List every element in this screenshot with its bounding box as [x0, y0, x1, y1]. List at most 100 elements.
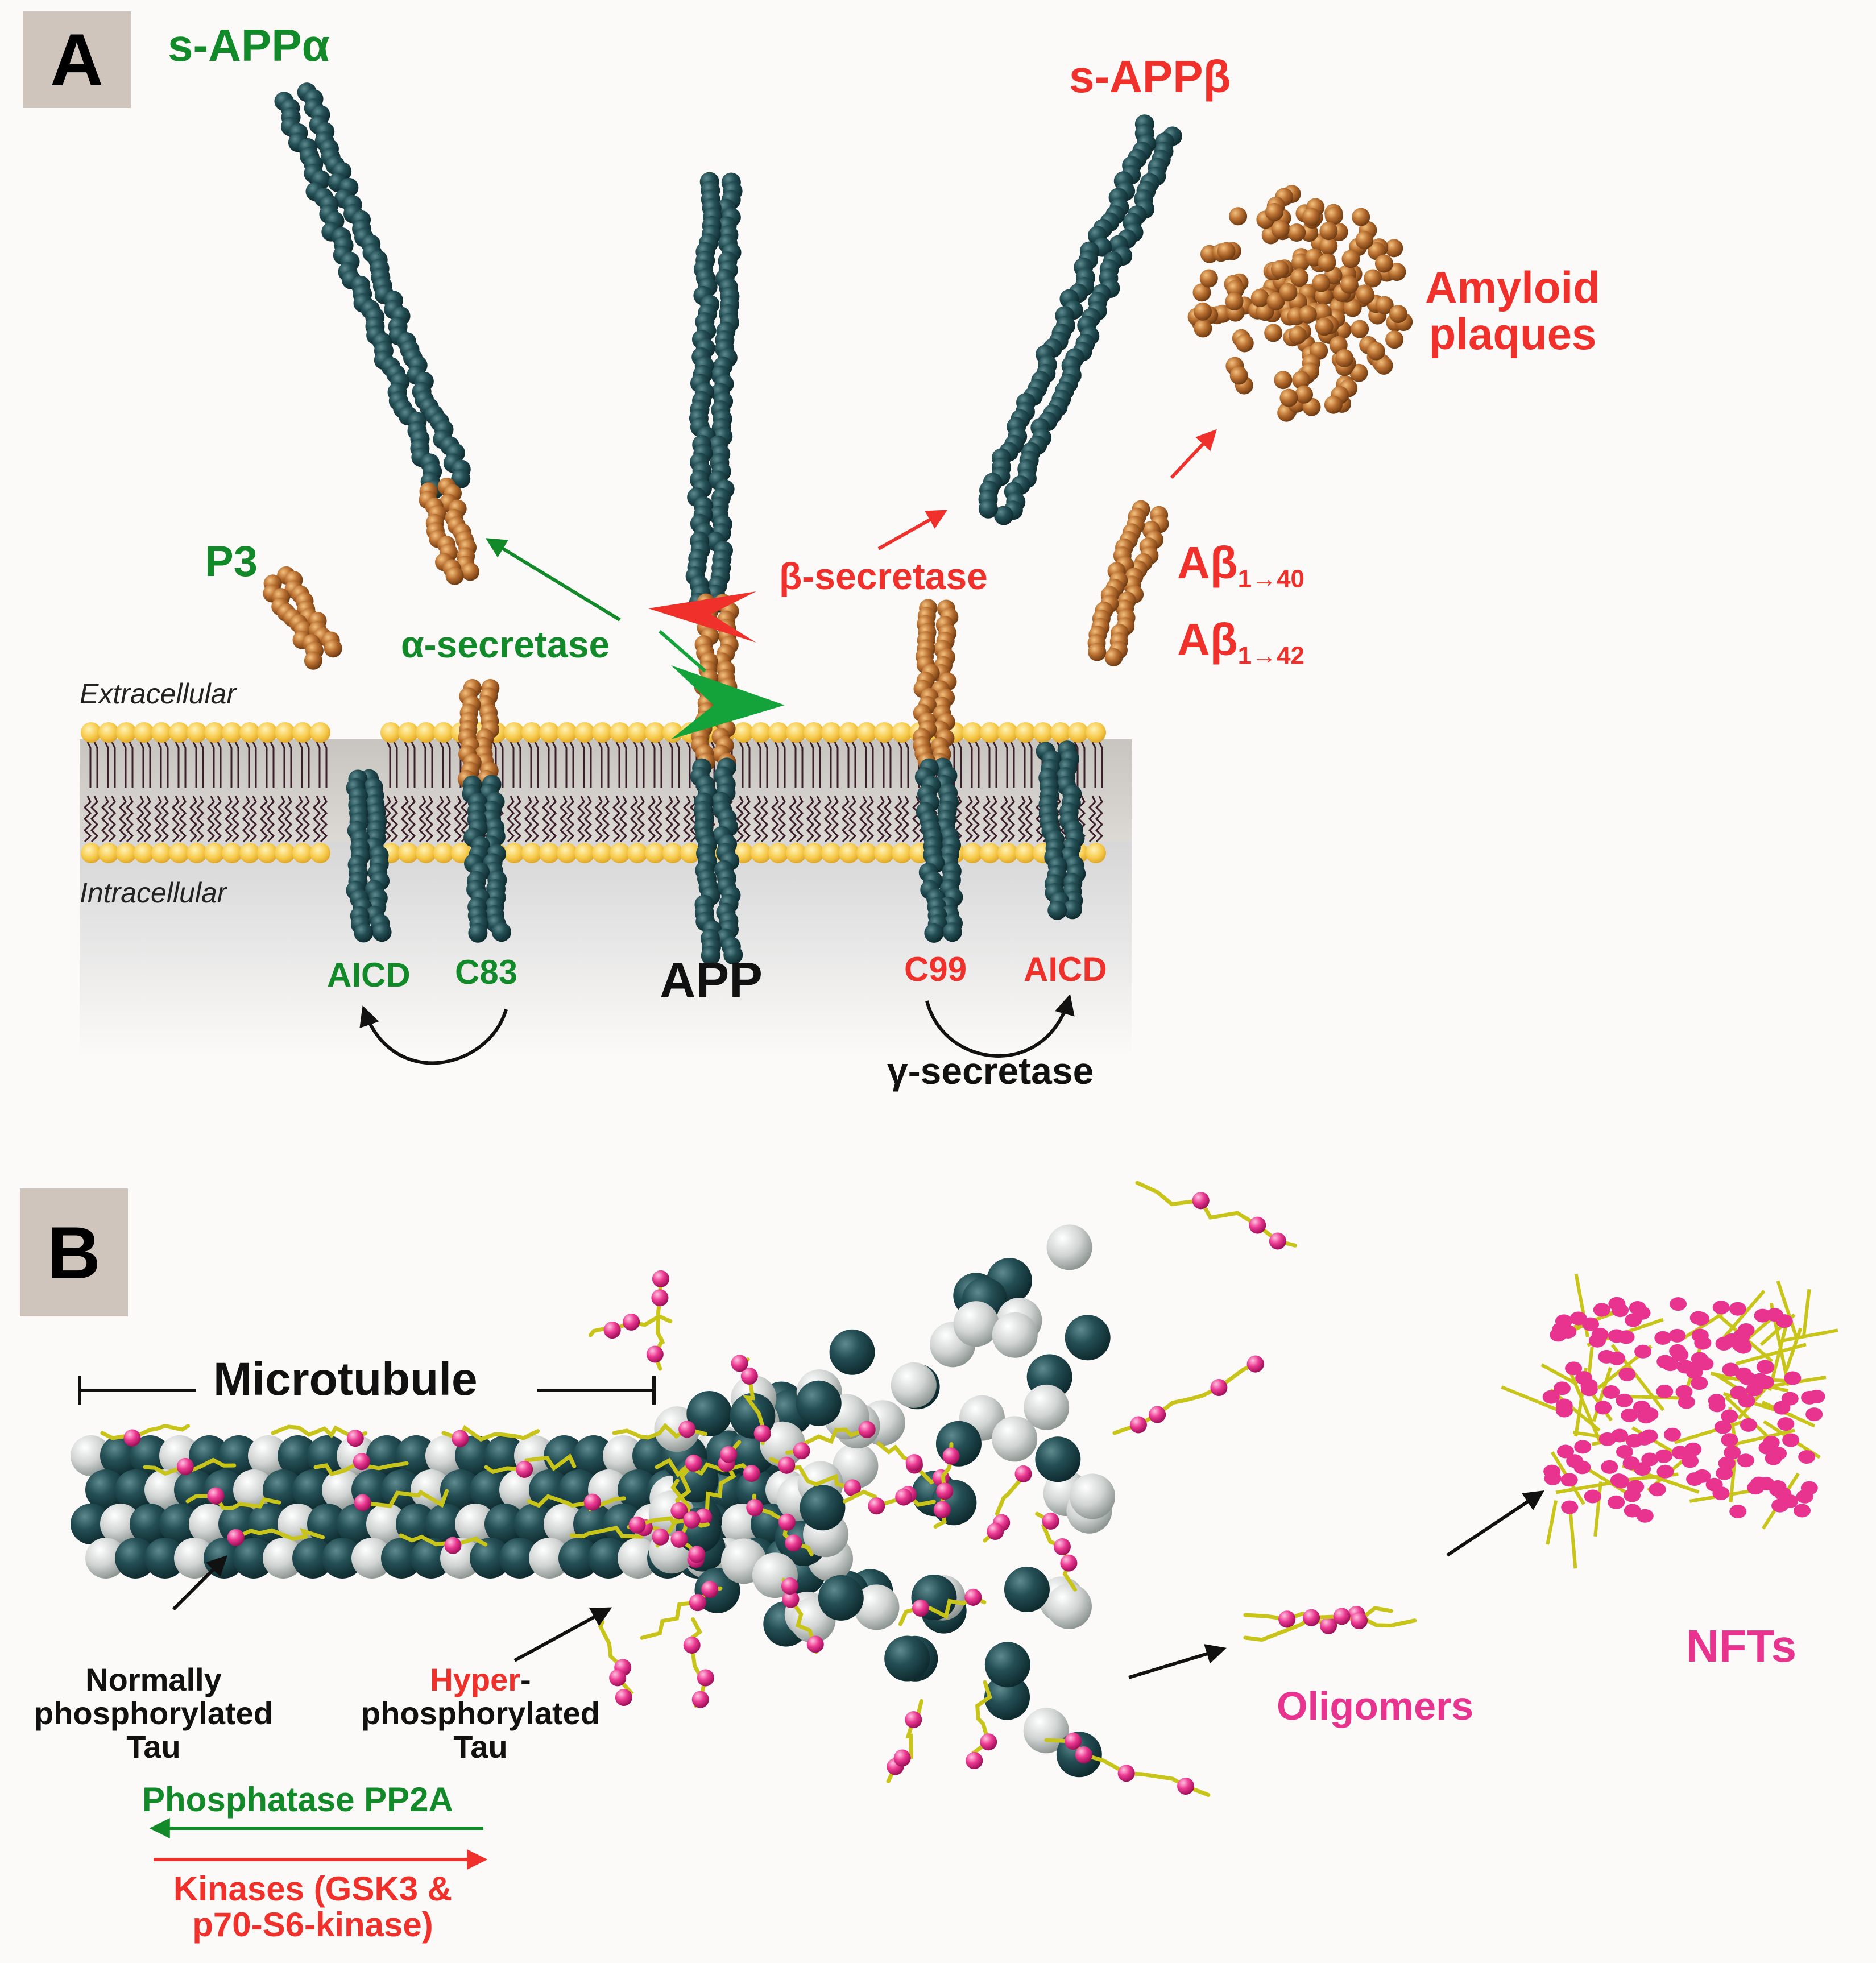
phosphate-bead: [1278, 1610, 1296, 1628]
plaque-bead: [1194, 319, 1212, 338]
nft-phosphate: [1612, 1475, 1630, 1489]
lipid-tail: [143, 796, 152, 843]
lipid-tail: [101, 796, 110, 843]
abeta-bead: [461, 562, 479, 581]
tubulin-sphere: [292, 1469, 333, 1510]
plaque-bead: [1270, 260, 1289, 279]
lipid-head-bottom: [504, 843, 524, 863]
lipid-head-top: [81, 722, 101, 743]
nft-phosphate: [1670, 1297, 1687, 1311]
phosphate-bead: [623, 1313, 640, 1331]
lipid-tail: [263, 742, 268, 788]
nft-phosphate: [1735, 1367, 1753, 1381]
abeta-bead: [445, 566, 464, 585]
lipid-head-top: [504, 722, 524, 743]
plaque-bead: [1385, 330, 1404, 349]
lipid-tail: [175, 742, 180, 788]
protein-bead: [451, 469, 471, 488]
plaque-bead: [1199, 269, 1218, 288]
plaque-bead: [1356, 285, 1375, 304]
tubulin-sphere: [322, 1538, 363, 1579]
phosphate-bead: [652, 1528, 669, 1546]
hyper-suffix: -: [520, 1662, 531, 1697]
phosphate-bead: [615, 1688, 632, 1706]
nft-phosphate: [1793, 1504, 1811, 1518]
intracellular-label: Intracellular: [80, 877, 227, 909]
lipid-tail: [418, 796, 427, 843]
tubulin-sphere: [351, 1538, 392, 1579]
nft-phosphate: [1777, 1417, 1795, 1431]
phosphate-bead: [652, 1270, 669, 1287]
tubulin-sphere: [829, 1329, 875, 1375]
plaque-bead: [1229, 207, 1248, 226]
normal-tau-line1: Normally: [85, 1662, 222, 1697]
lipid-tail: [227, 742, 233, 788]
protein-bead: [372, 922, 392, 942]
lipid-tail: [259, 796, 268, 843]
lipid-head-top: [892, 722, 912, 743]
lipid-tail: [146, 742, 151, 788]
nft-phosphate: [1716, 1466, 1733, 1480]
nft-phosphate: [1691, 1376, 1708, 1390]
lipid-tail: [904, 742, 909, 788]
lipid-tail: [139, 742, 144, 788]
lipid-tail: [989, 796, 998, 843]
lipid-head-top: [768, 722, 789, 743]
nft-phosphate: [1798, 1450, 1816, 1464]
amyloid-label-line1: Amyloid: [1425, 262, 1600, 312]
beta-secretase-label: β-secretase: [779, 555, 988, 597]
phosphatase-label: Phosphatase PP2A: [142, 1780, 453, 1819]
phosphate-bead: [1129, 1416, 1147, 1434]
phosphate-bead: [1246, 1355, 1264, 1373]
nft-phosphate: [1671, 1348, 1689, 1362]
lipid-head-bottom: [187, 843, 207, 863]
aicd-left-label: AICD: [327, 956, 411, 994]
lipid-tail: [876, 796, 885, 843]
nft-phosphate: [1616, 1393, 1633, 1407]
protein-bead: [723, 945, 743, 965]
lipid-tail: [552, 742, 557, 788]
lipid-tail: [545, 742, 550, 788]
lipid-tail: [280, 742, 285, 788]
tubulin-sphere: [603, 1435, 644, 1476]
lipid-head-bottom: [557, 843, 577, 863]
nft-phosphate: [1721, 1433, 1738, 1447]
lipid-head-top: [610, 722, 630, 743]
lipid-head-top: [662, 722, 683, 743]
lipid-head-top: [962, 722, 983, 743]
phosphate-bead: [1210, 1378, 1228, 1396]
nft-phosphate: [1542, 1390, 1560, 1404]
lipid-head-top: [751, 722, 771, 743]
lipid-tail: [672, 796, 681, 843]
nft-phosphate: [1566, 1454, 1584, 1468]
lipid-head-top: [292, 722, 313, 743]
lipid-tail: [312, 796, 321, 843]
lipid-tail: [859, 796, 868, 843]
lipid-tail: [604, 742, 610, 788]
lipid-tail: [192, 742, 197, 788]
lipid-head-top: [1050, 722, 1071, 743]
lipid-head-top: [134, 722, 154, 743]
lipid-tail: [735, 796, 744, 843]
lipid-tail: [834, 742, 839, 788]
hyper-tau-line1: Hyper-: [344, 1663, 617, 1697]
lipid-tail: [199, 742, 204, 788]
tubulin-sphere: [130, 1435, 171, 1476]
lipid-tail: [541, 796, 550, 843]
lipid-tail: [894, 796, 903, 843]
nft-phosphate: [1784, 1371, 1802, 1385]
nft-strand: [1776, 1280, 1799, 1339]
lipid-tail: [316, 742, 321, 788]
lipid-tail: [231, 796, 240, 843]
lipid-tail: [771, 796, 780, 843]
tubulin-sphere: [1035, 1436, 1081, 1482]
lipid-tail: [880, 742, 885, 788]
lipid-tail: [753, 796, 762, 843]
tubulin-sphere: [796, 1380, 842, 1426]
nft-strand: [1568, 1505, 1577, 1569]
lipid-tail: [862, 742, 867, 788]
nft-phosphate: [1582, 1317, 1600, 1331]
phosphate-bead: [1149, 1406, 1166, 1423]
plaque-bead: [1315, 317, 1334, 336]
lipid-tail: [548, 796, 557, 843]
